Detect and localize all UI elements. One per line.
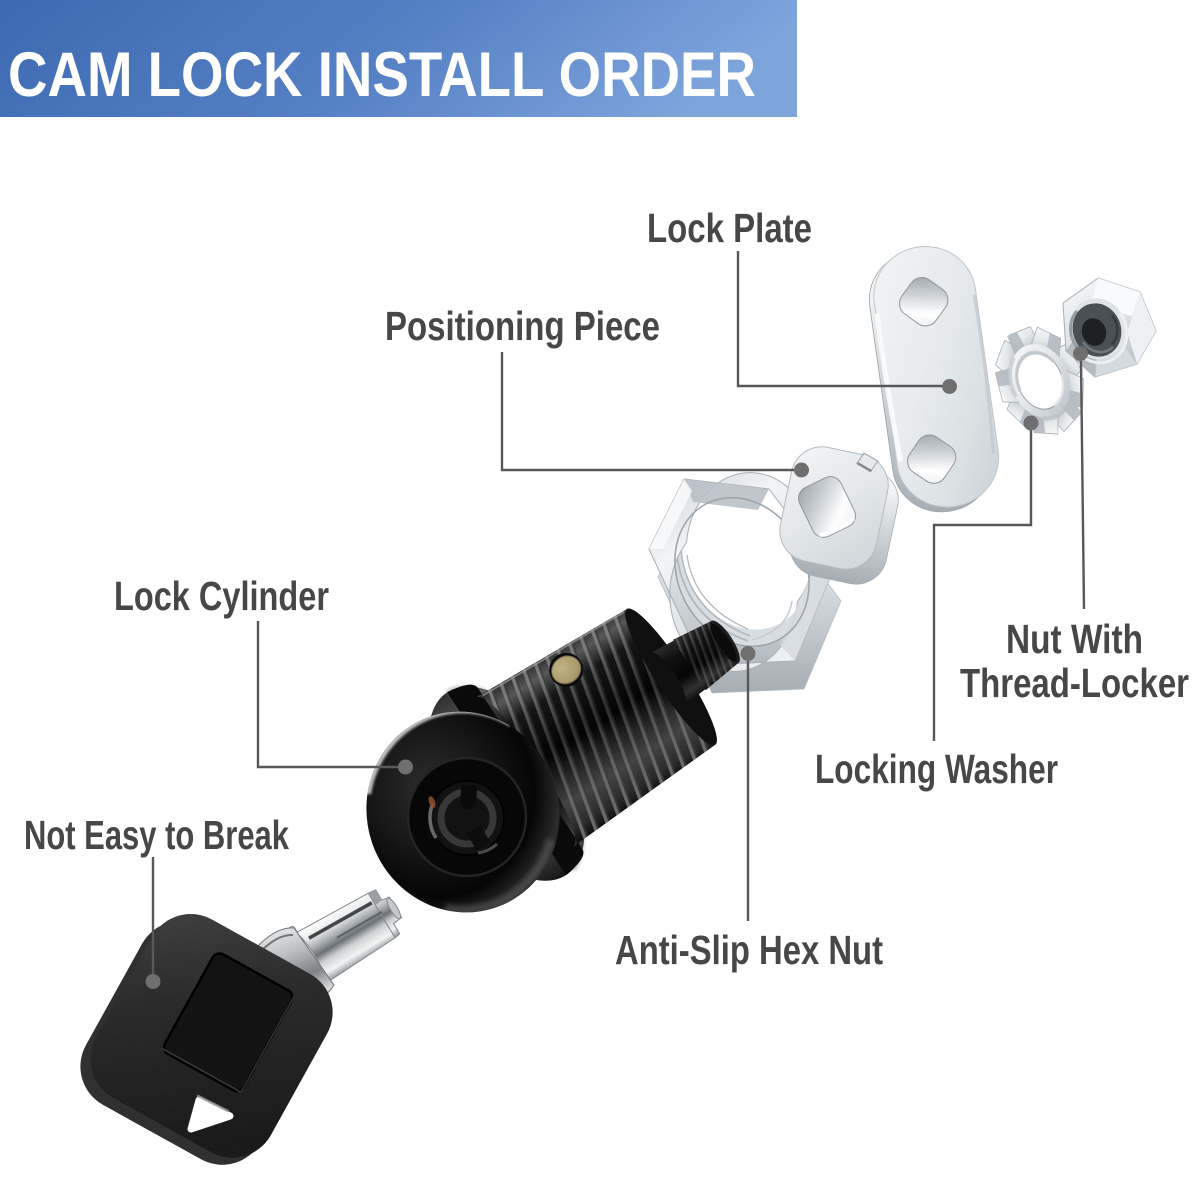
lock-stem-tip — [673, 620, 740, 691]
banner-title: CAM LOCK INSTALL ORDER — [8, 40, 756, 110]
label-not-easy-to-break: Not Easy to Break — [24, 812, 289, 858]
label-positioning-piece: Positioning Piece — [385, 303, 660, 349]
dot-positioning-piece — [794, 462, 809, 478]
leader-locking-washer — [932, 430, 1033, 741]
labels: Lock Plate Positioning Piece Lock Cylind… — [24, 205, 1189, 973]
title-banner: CAM LOCK INSTALL ORDER — [0, 0, 797, 117]
banner-background — [0, 0, 797, 117]
dot-lock-cylinder — [398, 759, 413, 775]
key-part — [80, 889, 403, 1165]
dot-anti-slip — [740, 646, 756, 661]
locking-washer-part — [994, 326, 1084, 435]
lock-plate-part — [868, 245, 1000, 513]
lock-face — [365, 707, 560, 915]
dot-locking-washer — [1023, 415, 1039, 431]
label-nut-line2: Thread-Locker — [960, 660, 1189, 706]
leader-lines — [151, 251, 1086, 974]
leader-nut — [1079, 360, 1086, 610]
leader-lock-cylinder — [256, 621, 398, 769]
label-anti-slip-hex-nut: Anti-Slip Hex Nut — [615, 927, 883, 973]
leader-lock-plate — [736, 251, 942, 388]
label-locking-washer: Locking Washer — [815, 746, 1058, 792]
positioning-piece-part — [779, 446, 899, 585]
dot-not-easy — [145, 974, 161, 989]
label-lock-cylinder: Lock Cylinder — [114, 573, 329, 619]
dot-nut — [1073, 346, 1088, 361]
dot-lock-plate — [942, 379, 957, 394]
label-lock-plate: Lock Plate — [647, 205, 812, 251]
leader-dots — [145, 346, 1088, 989]
label-nut-line1: Nut With — [1006, 616, 1143, 662]
leader-positioning-piece — [500, 352, 794, 472]
